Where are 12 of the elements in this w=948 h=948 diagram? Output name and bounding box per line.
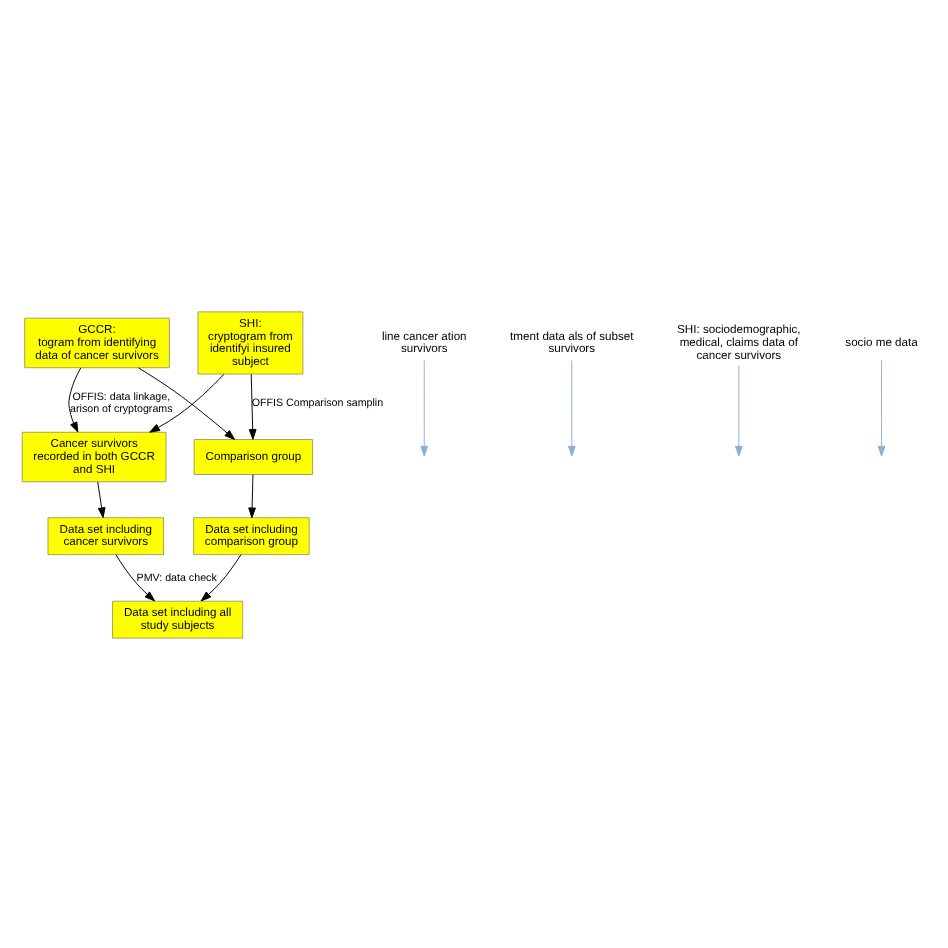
arrow: [420, 359, 429, 456]
arrow: [200, 553, 242, 601]
arrow: [248, 473, 256, 518]
arrow: [68, 366, 82, 432]
arrow: [734, 364, 743, 456]
arrow: [137, 366, 236, 439]
arrow: [567, 359, 576, 456]
arrow: [877, 359, 886, 456]
arrow: [115, 553, 156, 601]
arrow: [248, 372, 257, 439]
arrow: [97, 480, 106, 518]
arrow: [149, 372, 225, 432]
